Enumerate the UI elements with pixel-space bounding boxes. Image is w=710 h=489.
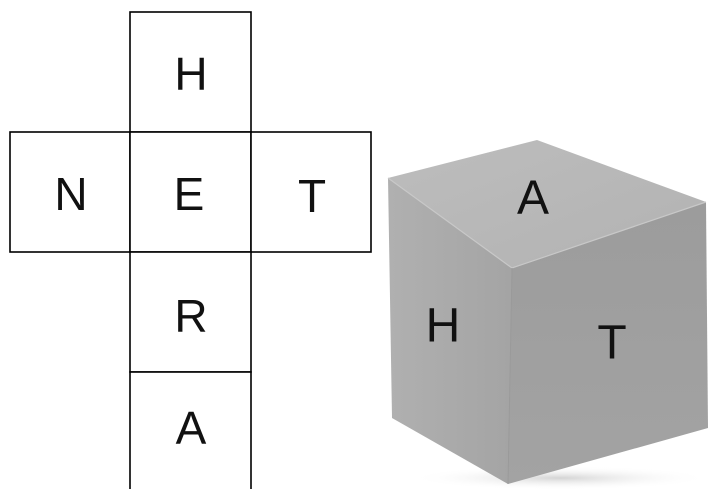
net-face-center: E xyxy=(130,132,251,252)
net-face-bottom-letter: A xyxy=(176,402,207,454)
net-face-left: N xyxy=(10,132,130,252)
cube-shadow xyxy=(410,466,710,489)
cube-left-letter: H xyxy=(426,300,461,353)
net-face-left-letter: N xyxy=(54,168,87,220)
cube-top-letter: A xyxy=(517,172,549,225)
net-face-top: H xyxy=(130,12,251,132)
cube-3d: A H T xyxy=(388,140,710,489)
net-face-top-letter: H xyxy=(174,48,207,100)
cube-net: H N E T R A xyxy=(10,12,371,489)
net-face-below-center: R xyxy=(130,252,251,372)
net-face-below-center-letter: R xyxy=(174,290,207,342)
net-face-right-letter: T xyxy=(298,170,326,222)
cube-right-letter: T xyxy=(597,317,626,370)
net-face-right: T xyxy=(251,132,371,252)
net-face-center-letter: E xyxy=(174,168,205,220)
net-face-bottom: A xyxy=(130,372,251,489)
